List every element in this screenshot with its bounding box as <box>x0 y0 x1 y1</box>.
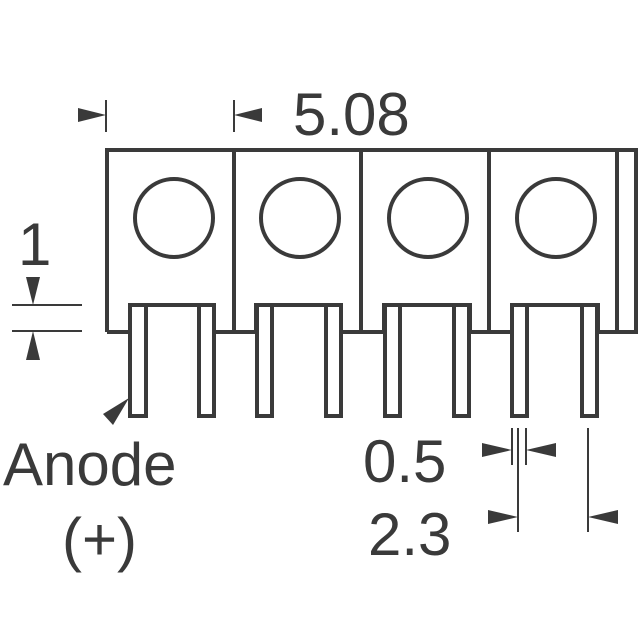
pins <box>128 303 599 418</box>
pin-spacing-dimension: 2.3 <box>368 428 618 568</box>
led-lens <box>387 177 469 259</box>
led-lens <box>259 177 341 259</box>
arrow-right-icon <box>78 108 106 122</box>
pin <box>510 303 529 418</box>
anode-label: Anode <box>3 431 177 498</box>
pin <box>324 303 343 418</box>
anode-arrow-icon <box>103 398 129 425</box>
anode-callout: Anode (+) <box>3 398 177 573</box>
polarity-label: (+) <box>62 506 137 573</box>
arrow-left-icon <box>526 443 556 457</box>
pin <box>580 303 599 418</box>
arrow-left-icon <box>234 108 262 122</box>
pitch-label: 5.08 <box>293 81 410 148</box>
arrow-right-icon <box>482 443 512 457</box>
pin <box>383 303 402 418</box>
height-label: 1 <box>18 211 51 278</box>
pin-spacing-label: 2.3 <box>368 501 451 568</box>
pin <box>197 303 216 418</box>
led-lens <box>133 177 215 259</box>
pitch-dimension: 5.08 <box>78 81 410 148</box>
led-lens <box>515 177 597 259</box>
arrow-right-icon <box>488 510 518 524</box>
height-dimension: 1 <box>12 211 82 360</box>
pin <box>452 303 471 418</box>
pin <box>128 303 148 418</box>
arrow-left-icon <box>588 510 618 524</box>
pin-width-dimension: 0.5 <box>363 428 556 495</box>
arrow-down-icon <box>26 277 40 305</box>
pin-width-label: 0.5 <box>363 428 446 495</box>
pin <box>255 303 274 418</box>
arrow-up-icon <box>26 331 40 360</box>
led-lenses <box>133 177 597 259</box>
